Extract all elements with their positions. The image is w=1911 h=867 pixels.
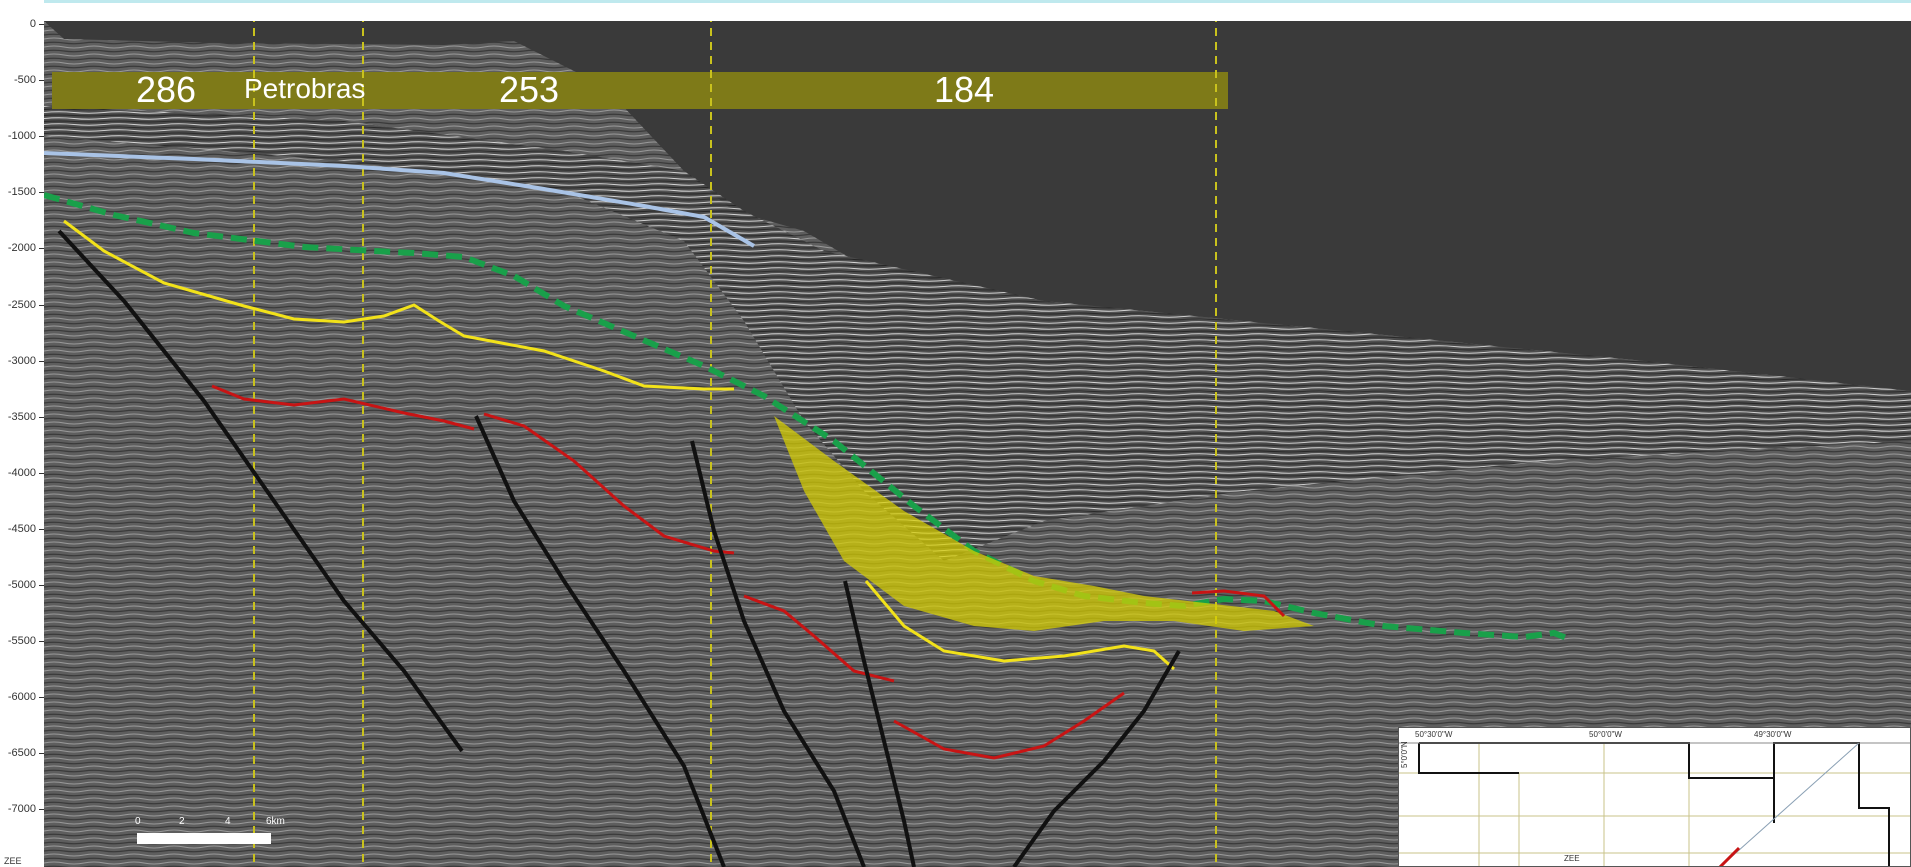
depth-tick-mark [39, 304, 44, 306]
depth-tick-label: -1000 [7, 130, 36, 143]
fill-yellow-lens [774, 416, 1314, 631]
block-label-184: 184 [934, 69, 994, 110]
scale-label-2: 2 [179, 816, 185, 827]
scale-label-6km: 6km [266, 816, 285, 827]
fault-3 [690, 440, 866, 867]
bottom-left-label: ZEE [4, 856, 22, 866]
depth-tick-label: -2500 [7, 298, 36, 311]
depth-tick-label: -4000 [7, 466, 36, 479]
depth-tick-label: -5000 [7, 579, 36, 591]
inset-lon-label-1: 50°30'0"W [1415, 730, 1453, 739]
block-label-286: 286 [136, 69, 196, 110]
depth-tick-label: -6500 [7, 747, 36, 760]
inset-footer-label: ZEE [1564, 854, 1580, 863]
depth-tick-label: -1500 [7, 186, 36, 199]
scale-label-4: 4 [225, 816, 231, 827]
inset-lat-label: 5°0'0"N [1400, 741, 1409, 768]
depth-tick-label: -7000 [7, 803, 36, 816]
depth-tick-label: -3500 [7, 410, 36, 423]
depth-tick-mark [39, 24, 44, 25]
depth-tick-label: -500 [13, 74, 36, 87]
horizon-yellow-upper [63, 219, 734, 391]
depth-tick-mark [39, 80, 44, 82]
depth-tick-mark [39, 136, 44, 138]
seismic-section: 286 Petrobras 253 184 [44, 21, 1911, 867]
scale-label-0: 0 [135, 816, 141, 827]
inset-map: 50°30'0"W 50°0'0"W 49°30'0"W 5°0'0"N ZEE [1398, 727, 1911, 867]
depth-tick-mark [39, 416, 44, 418]
top-strip [0, 0, 1911, 3]
depth-tick-mark [39, 192, 44, 194]
horizon-blue [44, 151, 756, 248]
depth-tick-label: -2000 [7, 242, 36, 255]
depth-tick-label: -3000 [7, 354, 36, 367]
fault-2 [474, 415, 726, 867]
depth-tick-mark [39, 360, 44, 362]
block-bar [52, 72, 1228, 109]
inset-map-canvas [1399, 728, 1910, 866]
horizon-green-dashed [44, 192, 1571, 642]
horizon-red-5 [1191, 589, 1286, 618]
depth-tick-label: -5500 [7, 635, 36, 648]
depth-tick-mark [39, 641, 44, 643]
reflector-bundle [44, 106, 1911, 561]
horizon-red-1 [211, 384, 475, 431]
scale-bar [137, 833, 271, 844]
depth-tick-mark [39, 753, 44, 755]
fault-1 [57, 229, 464, 753]
inset-lon-label-2: 50°0'0"W [1589, 730, 1622, 739]
horizon-red-2 [483, 412, 735, 555]
depth-tick-label: 0 [29, 18, 36, 30]
fault-4 [843, 580, 916, 867]
depth-tick-label: -6000 [7, 691, 36, 704]
block-label-petrobras: Petrobras [244, 73, 365, 104]
depth-tick-mark [39, 697, 44, 699]
block-label-253: 253 [499, 69, 559, 110]
horizon-yellow-lower [864, 580, 1176, 671]
depth-tick-mark [39, 809, 44, 811]
depth-tick-mark [39, 528, 44, 530]
seismic-section-canvas: 286 Petrobras 253 184 [44, 21, 1911, 867]
inset-lon-label-3: 49°30'0"W [1754, 730, 1792, 739]
depth-tick-label: -4500 [7, 522, 36, 535]
depth-tick-mark [39, 248, 44, 250]
depth-tick-mark [39, 585, 44, 586]
depth-axis: 0 -500 -1000 -1500 -2000 -2500 -3000 -3500 -4000… [0, 0, 44, 867]
fault-5 [1012, 649, 1181, 867]
horizon-red-4 [893, 691, 1125, 760]
depth-tick-mark [39, 472, 44, 474]
